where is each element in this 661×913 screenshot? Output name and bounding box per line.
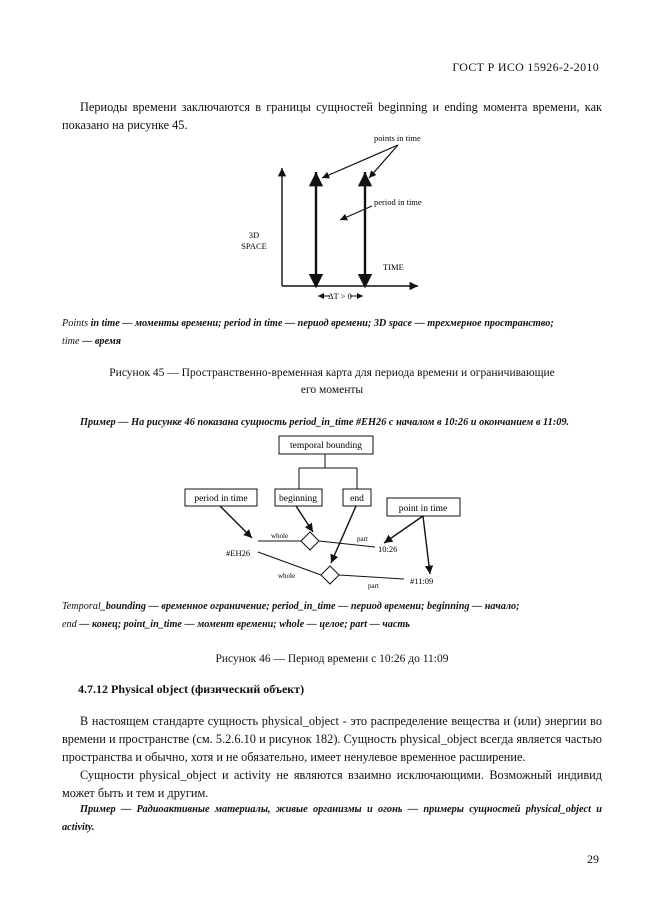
page-number: 29 bbox=[587, 852, 599, 866]
label-whole-1: whole bbox=[271, 532, 288, 540]
intro-paragraph: Периоды времени заключаются в границы су… bbox=[62, 100, 602, 132]
label-1109: #11:09 bbox=[410, 576, 433, 586]
label-point-in-time-box: point in time bbox=[399, 504, 448, 514]
relation-diamond-beginning bbox=[300, 531, 320, 551]
label-eh26: #EH26 bbox=[226, 548, 250, 558]
section-heading: 4.7.12 Physical object (физический объек… bbox=[78, 682, 305, 696]
figure-46-caption: Рисунок 46 — Период времени с 10:26 до 1… bbox=[215, 653, 449, 665]
label-space: SPACE bbox=[241, 241, 267, 251]
label-period-in-time: period in time bbox=[374, 197, 422, 207]
label-period-in-time-box: period in time bbox=[194, 494, 247, 504]
label-whole-2: whole bbox=[278, 572, 295, 580]
label-points-in-time: points in time bbox=[374, 133, 421, 143]
label-beginning: beginning bbox=[279, 494, 317, 504]
label-delta-t: ΔT > 0 bbox=[328, 291, 352, 301]
label-3d: 3D bbox=[249, 230, 259, 240]
relation-diamond-end bbox=[320, 565, 340, 585]
document-header: ГОСТ Р ИСО 15926-2-2010 bbox=[452, 60, 599, 74]
figure-45-legend: Points in time — моменты времени; period… bbox=[62, 318, 554, 347]
body-paragraph-1: В настоящем стандарте сущность physical_… bbox=[62, 714, 602, 764]
figure-46-legend: Temporal_bounding — временное ограничени… bbox=[62, 601, 520, 630]
label-part-2: part bbox=[368, 582, 379, 590]
label-time: TIME bbox=[383, 262, 404, 272]
example-46: Пример — На рисунке 46 показана сущность… bbox=[80, 417, 570, 428]
body-paragraph-2: Сущности physical_object и activity не я… bbox=[62, 768, 602, 800]
box-period-in-time bbox=[184, 488, 258, 507]
box-temporal-bounding bbox=[278, 435, 374, 455]
example-final: Пример — Радиоактивные материалы, живые … bbox=[62, 804, 602, 833]
label-temporal-bounding: temporal bounding bbox=[290, 441, 362, 451]
label-1026: 10:26 bbox=[378, 544, 397, 554]
label-end: end bbox=[350, 494, 364, 504]
figure-45-caption: Рисунок 45 — Пространственно-временная к… bbox=[109, 367, 555, 396]
label-part-1: part bbox=[357, 535, 368, 543]
